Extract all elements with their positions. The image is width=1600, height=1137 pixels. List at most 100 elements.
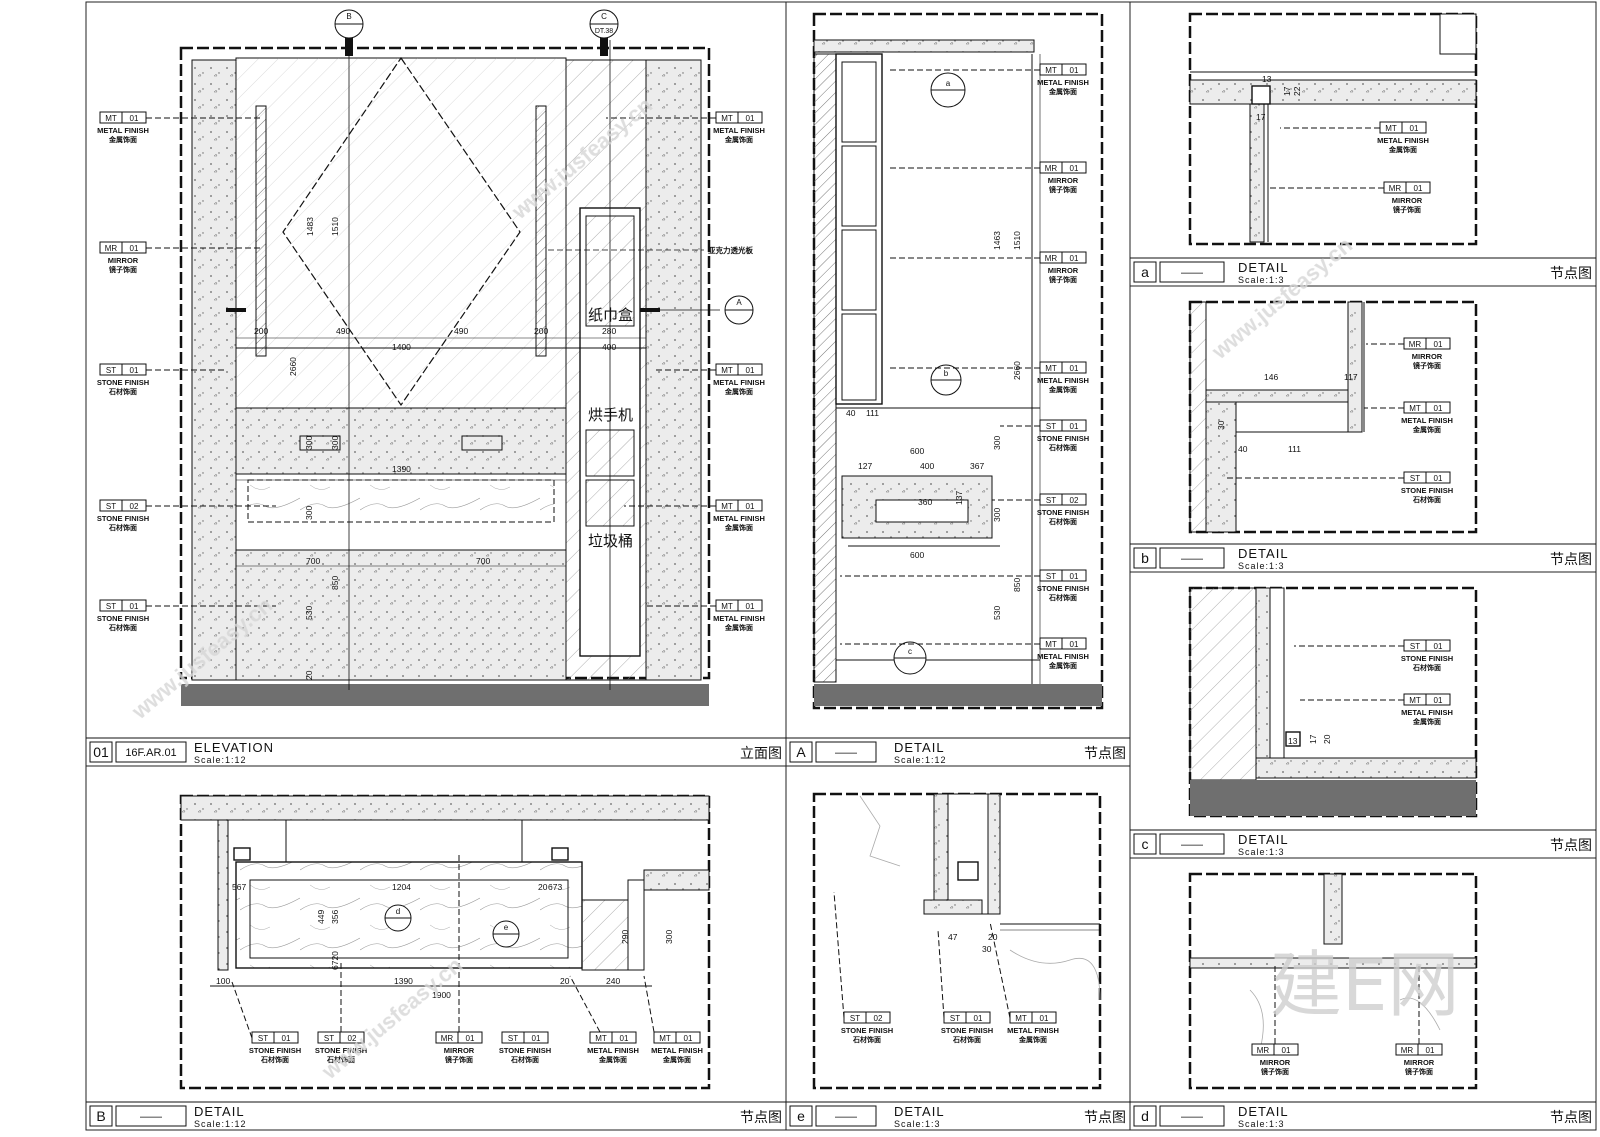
sheet-ref: —— xyxy=(1181,1111,1203,1123)
tag-en: METAL FINISH xyxy=(587,1046,639,1055)
dim: 146 xyxy=(1264,372,1278,382)
title-block-detail-b: b —— DETAIL Scale:1:3 节点图 xyxy=(1130,543,1596,571)
dim: 40 xyxy=(846,408,856,418)
tag-cn: 镜子饰面 xyxy=(1405,1067,1433,1076)
tag-en: STONE FINISH xyxy=(97,378,149,387)
tag-num: 01 xyxy=(1434,474,1443,483)
dim: 300 xyxy=(304,436,314,450)
dim: 2660 xyxy=(1012,361,1022,380)
dim: 137 xyxy=(954,491,964,505)
detail-A-callout-c: c xyxy=(908,647,912,656)
sheet-title: DETAIL xyxy=(894,740,945,755)
tag-num: 01 xyxy=(1070,640,1079,649)
dim: 127 xyxy=(858,461,872,471)
sheet-ref: —— xyxy=(835,1111,857,1123)
dim: 1390 xyxy=(394,976,413,986)
sheet-title: DETAIL xyxy=(894,1104,945,1119)
tag-en: METAL FINISH xyxy=(1377,136,1429,145)
tag-cn: 石材饰面 xyxy=(1412,495,1441,504)
title-block-detail-c: c —— DETAIL Scale:1:3 节点图 xyxy=(1130,829,1596,857)
dim: 17 xyxy=(1256,112,1266,122)
tag-en: MIRROR xyxy=(1392,196,1423,205)
section-marker-C: C DT.38 xyxy=(589,9,619,56)
material-tag-stone: ST 01 STONE FINISH 石材饰面 xyxy=(97,599,276,632)
tag-code: ST xyxy=(950,1014,960,1023)
sheet-title: ELEVATION xyxy=(194,740,274,755)
material-tag-stone-02: ST 02 STONE FINISH 石材饰面 xyxy=(315,962,367,1064)
tag-cn: 石材饰面 xyxy=(1048,517,1077,526)
tag-num: 01 xyxy=(746,602,755,611)
material-tag-stone: ST 01 STONE FINISH 石材饰面 xyxy=(499,1031,551,1064)
elevation-dimensions: 1483 1510 200 490 1400 490 200 280 400 2… xyxy=(254,217,616,680)
tag-cn: 石材饰面 xyxy=(1048,443,1077,452)
title-block-detail-a: a —— DETAIL Scale:1:3 节点图 xyxy=(1130,257,1596,285)
dim: 290 xyxy=(620,930,630,944)
tag-code: ST xyxy=(106,602,116,611)
tag-code: ST xyxy=(106,366,116,375)
dim: 300 xyxy=(664,930,674,944)
material-tag-mirror: MR 01 MIRROR 镜子饰面 xyxy=(1395,964,1443,1076)
tag-en: METAL FINISH xyxy=(651,1046,703,1055)
tag-cn: 金属饰面 xyxy=(108,135,137,144)
sheet-title: DETAIL xyxy=(1238,1104,1289,1119)
sheet-ref: —— xyxy=(1181,553,1203,565)
title-block-detail-B: B —— DETAIL Scale:1:12 节点图 xyxy=(86,1101,786,1129)
material-tag-mirror: MR 01 MIRROR 镜子饰面 xyxy=(435,852,483,1064)
tag-num: 01 xyxy=(1070,364,1079,373)
tag-num: 01 xyxy=(1434,696,1443,705)
tag-num: 01 xyxy=(1410,124,1419,133)
section-marker-B-label: B xyxy=(346,12,351,21)
sheet-ref: —— xyxy=(1181,267,1203,279)
tag-code: MT xyxy=(1385,124,1397,133)
dim: 673 xyxy=(548,882,562,892)
material-tag-metal: MT 01 METAL FINISH 金属饰面 xyxy=(656,363,765,396)
material-tag-mirror: MR 01 MIRROR 镜子饰面 xyxy=(1270,181,1431,214)
tag-cn: 石材饰面 xyxy=(852,1035,881,1044)
dim: 22 xyxy=(1292,86,1302,96)
tag-cn: 镜子饰面 xyxy=(1261,1067,1289,1076)
dim: 240 xyxy=(606,976,620,986)
dim: 300 xyxy=(304,506,314,520)
tag-en: METAL FINISH xyxy=(713,614,765,623)
tag-num: 01 xyxy=(746,502,755,511)
tag-code: ST xyxy=(1046,572,1056,581)
sheet-number: b xyxy=(1141,550,1149,566)
material-tag-stone-02: ST 02 STONE FINISH 石材饰面 xyxy=(992,493,1089,526)
tag-code: ST xyxy=(106,502,116,511)
sheet-ref: —— xyxy=(835,747,857,759)
tag-en: MIRROR xyxy=(1404,1058,1435,1067)
material-tag-metal: MT 01 METAL FINISH 金属饰面 xyxy=(97,111,260,144)
sheet-number: c xyxy=(1142,836,1149,852)
tag-code: MR xyxy=(105,244,118,253)
tag-cn: 金属饰面 xyxy=(1388,145,1417,154)
material-tag-stone: ST 01 STONE FINISH 石材饰面 xyxy=(1294,639,1453,672)
tag-en: STONE FINISH xyxy=(1037,584,1089,593)
sheet-number: B xyxy=(96,1108,105,1124)
dim: 20 xyxy=(560,976,570,986)
dim: 20 xyxy=(304,670,314,680)
tag-code: ST xyxy=(1410,642,1420,651)
tissue-box-label: 纸巾盒 xyxy=(588,306,633,324)
section-marker-C-label: C xyxy=(601,12,607,21)
sheet-title: DETAIL xyxy=(1238,260,1289,275)
sheet-cn-title: 节点图 xyxy=(1550,838,1592,854)
tag-code: MT xyxy=(659,1034,671,1043)
sheet-scale: Scale:1:12 xyxy=(194,1119,247,1129)
tag-en: METAL FINISH xyxy=(1037,78,1089,87)
tag-num: 01 xyxy=(974,1014,983,1023)
dim: 20 xyxy=(538,882,548,892)
dim: 300 xyxy=(330,436,340,450)
dim: 1900 xyxy=(432,990,451,1000)
dim: 567 xyxy=(232,882,246,892)
material-tag-stone: ST 01 STONE FINISH 石材饰面 xyxy=(840,569,1089,602)
section-marker-A: A xyxy=(724,295,754,325)
tag-en: METAL FINISH xyxy=(713,514,765,523)
sheet-scale: Scale:1:3 xyxy=(1238,561,1285,571)
detail-a-drawing: 13 17 22 17 MT 01 METAL FINISH 金属饰面 MR 0… xyxy=(1188,12,1478,246)
tag-num: 01 xyxy=(532,1034,541,1043)
material-tag-metal: MT 01 METAL FINISH 金属饰面 xyxy=(1280,121,1429,154)
tag-cn: 金属饰面 xyxy=(724,623,753,632)
tag-code: ST xyxy=(1046,496,1056,505)
sheet-cn-title: 节点图 xyxy=(1084,746,1126,762)
detail-A-tags: MT 01 METAL FINISH 金属饰面 MR 01 MIRROR 镜子饰… xyxy=(840,63,1089,670)
